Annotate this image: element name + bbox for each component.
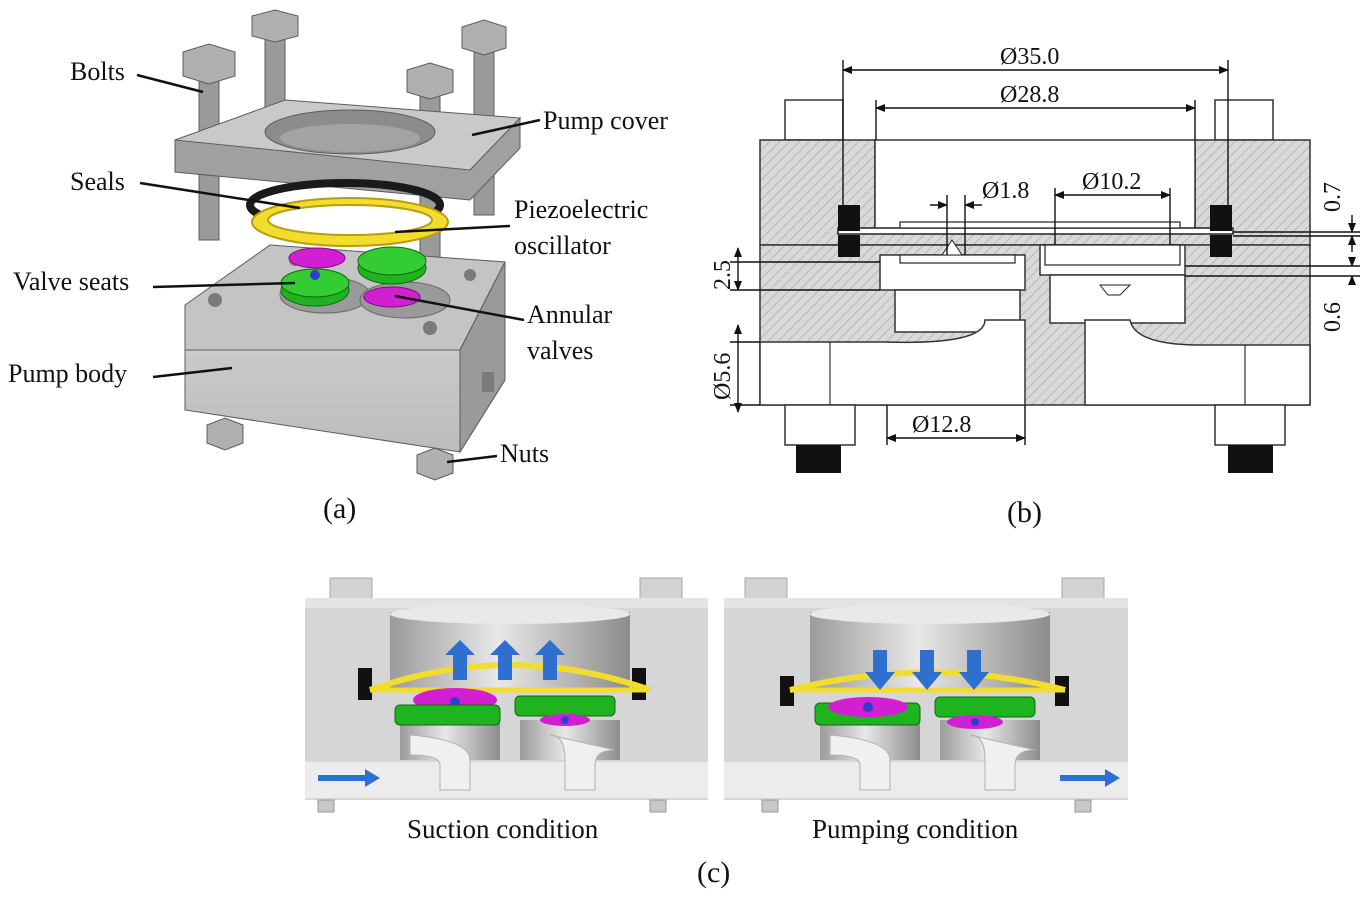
pump-body-label: Pump body	[8, 359, 127, 388]
seals-label: Seals	[70, 167, 125, 196]
dim-phi-12-8: Ø12.8	[912, 412, 971, 438]
caption-a: (a)	[323, 492, 356, 525]
valve-seats-graphic	[280, 246, 427, 308]
panel-b-cross-section: Ø35.0 Ø28.8 Ø1.8 Ø10.2 Ø12.8 2.5 Ø5.6 0.…	[710, 44, 1360, 529]
pumping-view: Pumping condition	[724, 577, 1128, 844]
pump-cover-label: Pump cover	[543, 106, 668, 135]
pumping-condition-label: Pumping condition	[812, 814, 1019, 844]
nuts-label: Nuts	[500, 439, 549, 468]
bolts-label: Bolts	[70, 57, 125, 86]
caption-b: (b)	[1007, 496, 1042, 529]
dim-0-6: 0.6	[1320, 302, 1346, 332]
suction-condition-label: Suction condition	[407, 814, 599, 844]
annular-label: Annular	[527, 300, 613, 329]
caption-c: (c)	[697, 856, 730, 889]
dim-phi-28-8: Ø28.8	[1000, 82, 1059, 108]
pump-cover-graphic	[174, 99, 522, 201]
oscillator-label: oscillator	[514, 231, 611, 260]
dim-phi-10-2: Ø10.2	[1082, 169, 1141, 195]
dim-phi-35: Ø35.0	[1000, 44, 1059, 70]
leader-lines	[136, 73, 541, 464]
dim-phi-1-8: Ø1.8	[982, 178, 1029, 204]
nuts-graphic	[206, 417, 454, 481]
valve-seats-label: Valve seats	[13, 267, 129, 296]
suction-view: Suction condition	[305, 577, 708, 844]
valves-label: valves	[527, 336, 593, 365]
dim-phi-5-6: Ø5.6	[710, 353, 736, 400]
seals-graphic	[246, 179, 449, 247]
dim-2-5: 2.5	[710, 260, 736, 290]
piezoelectric-label: Piezoelectric	[514, 195, 648, 224]
dim-0-7: 0.7	[1320, 182, 1346, 212]
panel-a-exploded-view: Bolts Pump cover Seals Piezoelectric osc…	[8, 9, 668, 525]
panel-c-operation: Suction condition	[305, 577, 1128, 889]
